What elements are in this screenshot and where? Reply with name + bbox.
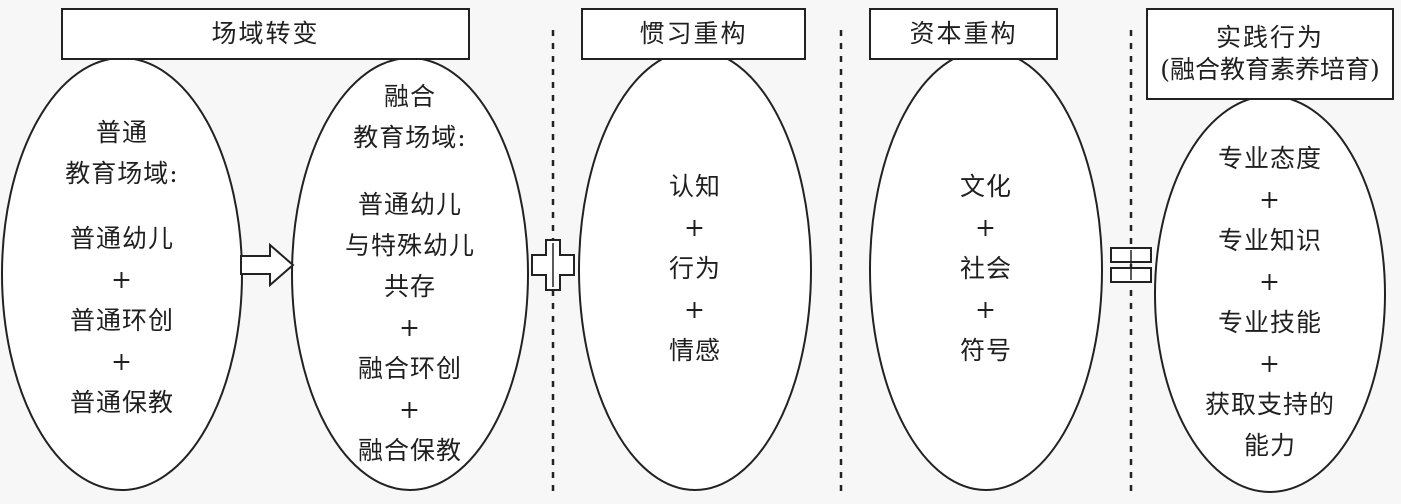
text-line: 融合环创 <box>357 354 463 383</box>
practice-text: 专业态度 + 专业知识 + 专业技能 + 获取支持的 能力 <box>1205 138 1335 466</box>
general-field-text: 普通 教育场域: 普通幼儿 + 普通环创 + 普通保教 <box>65 112 178 423</box>
header-habitus-label: 惯习重构 <box>639 19 748 48</box>
text-line: + <box>111 265 133 294</box>
text-line: 普通 <box>95 118 148 147</box>
text-line <box>65 194 178 218</box>
header-capital: 资本重构 <box>869 8 1058 60</box>
plus-icon <box>531 239 575 291</box>
capital-text: 文化 + 社会 + 符号 <box>960 166 1012 371</box>
text-line: 融合保教 <box>357 436 463 465</box>
header-capital-label: 资本重构 <box>909 19 1018 48</box>
header-field-change-label: 场域转变 <box>211 19 320 48</box>
equals-icon <box>1110 247 1152 283</box>
text-line: 情感 <box>668 336 722 365</box>
text-line: + <box>399 313 421 342</box>
habitus-text: 认知 + 行为 + 情感 <box>669 166 721 371</box>
header-practice-sublabel: (融合教育素养培育) <box>1160 55 1380 84</box>
text-line: + <box>1259 185 1281 214</box>
text-line: 行为 <box>668 254 722 283</box>
text-line <box>345 158 475 184</box>
text-line: 教育场域: <box>65 159 179 188</box>
text-line: + <box>111 347 133 376</box>
text-line: 普通幼儿 <box>69 224 174 253</box>
header-practice: 实践行为 (融合教育素养培育) <box>1146 8 1394 100</box>
text-line: 认知 <box>668 172 722 201</box>
text-line: + <box>975 213 997 242</box>
text-line: 教育场域: <box>353 123 467 152</box>
text-line: 符号 <box>959 336 1013 365</box>
text-line: + <box>399 395 421 424</box>
header-practice-label: 实践行为 <box>1215 23 1324 52</box>
text-line: + <box>975 295 997 324</box>
text-line: 能力 <box>1243 431 1297 460</box>
text-line: 普通保教 <box>69 388 174 417</box>
text-line: 融合 <box>383 82 437 111</box>
header-field-change: 场域转变 <box>61 8 470 60</box>
inclusive-field-text: 融合 教育场域: 普通幼儿 与特殊幼儿 共存 + 融合环创 + 融合保教 <box>345 76 475 471</box>
arrow-right-icon <box>240 242 295 288</box>
header-habitus: 惯习重构 <box>581 8 806 60</box>
text-line: + <box>684 213 706 242</box>
text-line: 专业知识 <box>1217 226 1323 255</box>
text-line: 普通幼儿 <box>357 190 463 219</box>
text-line: 专业技能 <box>1217 308 1323 337</box>
text-line: 文化 <box>959 172 1013 201</box>
text-line: + <box>1259 267 1281 296</box>
text-line: + <box>1259 349 1281 378</box>
text-line: 普通环创 <box>69 306 174 335</box>
text-line: 获取支持的 <box>1204 390 1336 419</box>
text-line: 与特殊幼儿 <box>344 231 476 260</box>
text-line: + <box>684 295 706 324</box>
text-line: 社会 <box>959 254 1013 283</box>
text-line: 专业态度 <box>1217 144 1323 173</box>
text-line: 共存 <box>383 272 437 301</box>
